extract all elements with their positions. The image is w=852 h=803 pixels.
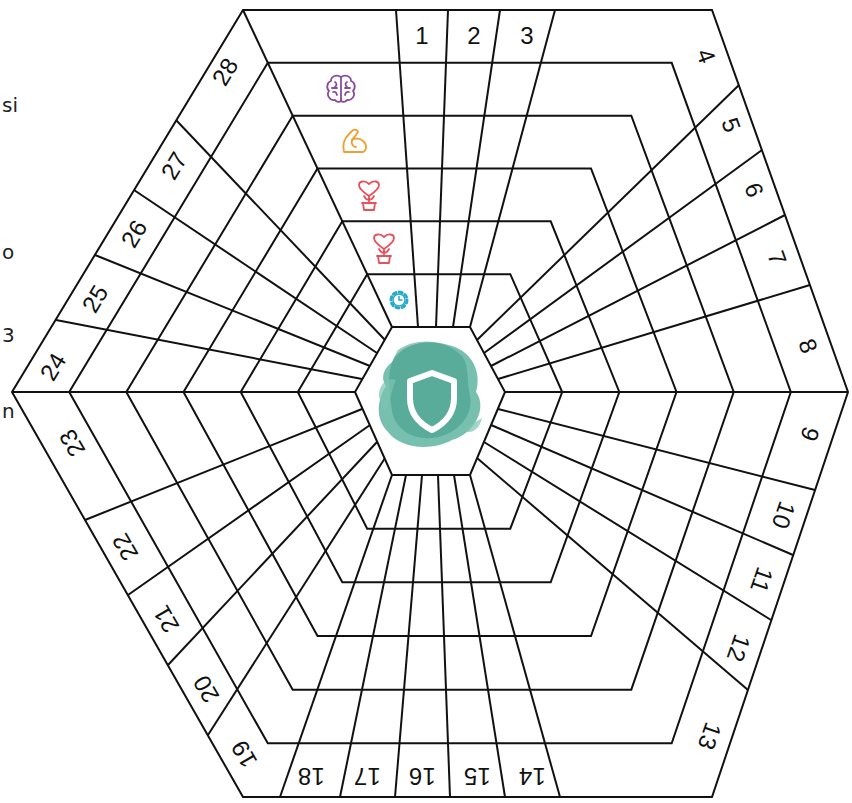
space-number: 24 xyxy=(36,349,70,384)
label-holder: 2 xyxy=(467,24,480,48)
label-holder: n xyxy=(2,401,15,421)
shield-symbol xyxy=(410,373,454,430)
space-number: 27 xyxy=(157,148,191,183)
space-number: 14 xyxy=(519,764,546,788)
label-holder: 17 xyxy=(354,764,381,788)
label-holder: 11 xyxy=(746,564,777,595)
label-holder: 14 xyxy=(519,764,546,788)
label-holder: 24 xyxy=(36,349,70,384)
label-holder: 12 xyxy=(722,631,753,664)
label-holder: 10 xyxy=(767,498,798,531)
cropped-text: n xyxy=(2,401,15,421)
label-holder: 15 xyxy=(464,764,491,788)
label-holder: 26 xyxy=(117,216,151,251)
label-holder: 8 xyxy=(794,336,821,357)
gear-clock-icon xyxy=(391,292,407,308)
arm-muscle-icon xyxy=(343,130,366,152)
brain-icon xyxy=(327,76,354,102)
space-number: 22 xyxy=(108,529,142,564)
label-holder: si xyxy=(2,95,18,115)
label-holder: 5 xyxy=(717,115,744,136)
label-holder: 25 xyxy=(78,281,112,316)
space-number: 4 xyxy=(692,46,719,67)
space-number: 11 xyxy=(746,564,777,595)
label-holder: 9 xyxy=(796,424,823,444)
heart-plant-icon xyxy=(359,181,379,210)
board-spokes xyxy=(12,10,848,797)
label-holder: 6 xyxy=(740,180,767,201)
label-holder: 3 xyxy=(2,325,15,345)
space-number: 26 xyxy=(117,216,151,251)
space-number: 15 xyxy=(464,764,491,788)
label-holder: 16 xyxy=(409,764,436,788)
space-number: 5 xyxy=(717,115,744,136)
label-holder: 3 xyxy=(520,24,533,48)
label-holder: 18 xyxy=(298,764,325,788)
cropped-text: o xyxy=(2,242,14,262)
space-number: 19 xyxy=(227,736,261,771)
space-number: 1 xyxy=(415,24,428,48)
space-number: 12 xyxy=(722,631,753,664)
center-hexagon xyxy=(355,327,505,475)
label-holder: 23 xyxy=(55,425,89,460)
label-holder: 27 xyxy=(157,148,191,183)
label-holder: o xyxy=(2,242,14,262)
space-number: 18 xyxy=(298,764,325,788)
label-holder: 7 xyxy=(763,248,790,269)
label-holder: 22 xyxy=(108,529,142,564)
board-rings xyxy=(12,10,848,797)
cropped-text: 3 xyxy=(2,325,15,345)
cropped-text: si xyxy=(2,95,18,115)
space-number: 20 xyxy=(189,671,223,706)
space-number: 2 xyxy=(467,24,480,48)
label-holder: 19 xyxy=(227,736,261,771)
space-number: 9 xyxy=(796,424,823,444)
space-number: 10 xyxy=(767,498,798,531)
watercolor-blob xyxy=(379,341,482,447)
space-number: 21 xyxy=(149,601,183,636)
space-number: 17 xyxy=(354,764,381,788)
space-number: 13 xyxy=(693,719,724,752)
space-number: 8 xyxy=(794,336,821,357)
label-holder: 21 xyxy=(149,601,183,636)
space-number: 16 xyxy=(409,764,436,788)
label-holder: 13 xyxy=(693,719,724,752)
space-number: 3 xyxy=(520,24,533,48)
label-holder: 4 xyxy=(692,46,719,67)
label-holder: 1 xyxy=(415,24,428,48)
space-number: 7 xyxy=(763,248,790,269)
space-number: 23 xyxy=(55,425,89,460)
space-number: 25 xyxy=(78,281,112,316)
space-number: 6 xyxy=(740,180,767,201)
heart-plant-icon xyxy=(374,234,394,263)
label-holder: 20 xyxy=(189,671,223,706)
